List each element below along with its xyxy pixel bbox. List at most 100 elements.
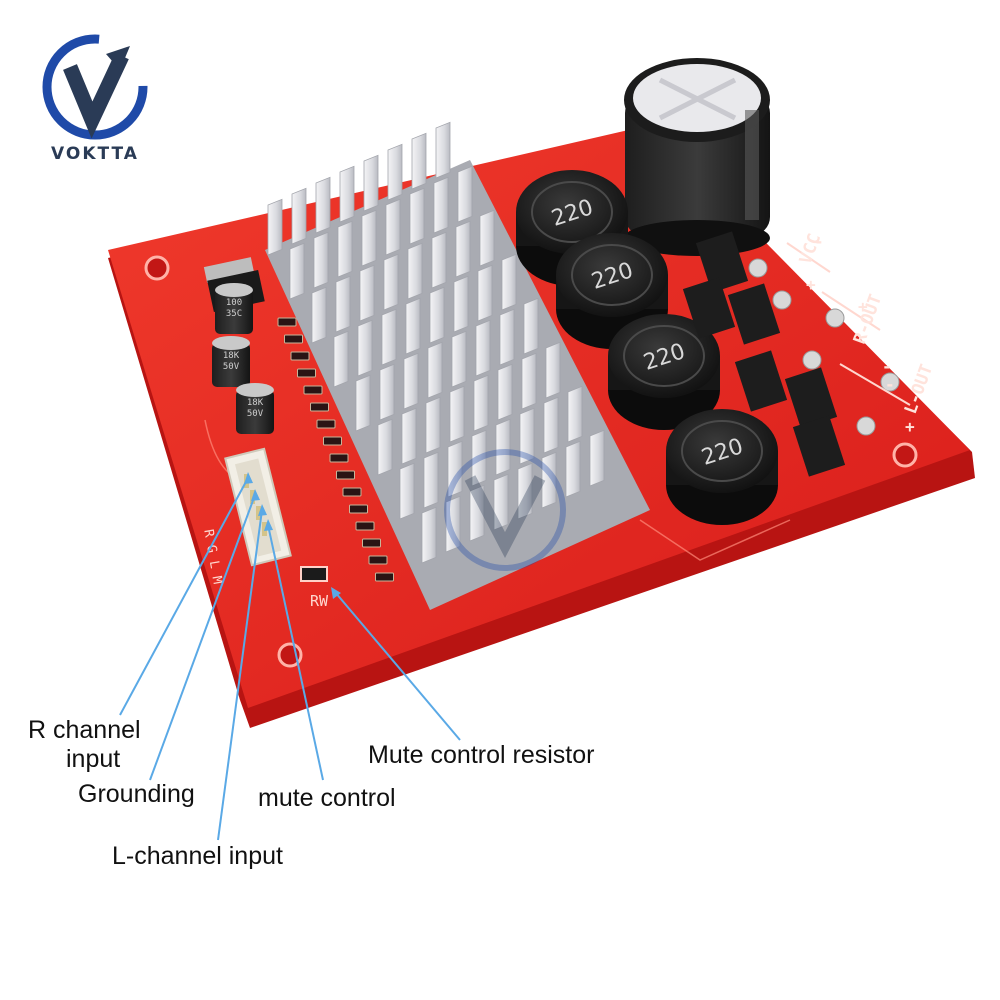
heatsink-fin [589, 429, 605, 487]
mute-control-resistor: RW [300, 566, 329, 610]
aluminium-heatsink [265, 121, 650, 610]
heatsink-fin [457, 165, 473, 223]
output-filter-components [682, 231, 846, 477]
capacitor-3: 18K 50V [236, 383, 274, 434]
smd-chip [284, 334, 303, 344]
smd-chip [375, 572, 394, 582]
heatsink-fin [523, 297, 539, 355]
heatsink-fin [407, 242, 423, 300]
smd-chip [336, 470, 355, 480]
heatsink-fin [315, 176, 331, 234]
heatsink-fin [339, 165, 355, 223]
smd-chip [290, 351, 310, 361]
smd-chip [342, 487, 362, 497]
capacitor-3-value: 18K [247, 398, 264, 408]
heatsink-fin [431, 231, 447, 289]
heatsink-fin [473, 374, 489, 432]
smd-chip [329, 453, 349, 463]
polarity-mark: + [858, 297, 868, 316]
heatsink-fin [291, 187, 307, 245]
heatsink-fin [355, 374, 371, 432]
heatsink-fin [377, 418, 393, 476]
heatsink-fin [449, 385, 465, 443]
heatsink-fin [427, 341, 443, 399]
polarity-mark: + [806, 275, 816, 294]
heatsink-fin [433, 176, 449, 234]
heatsink-fin [501, 253, 517, 311]
heatsink-fin [423, 451, 439, 509]
heatsink-fin [383, 253, 399, 311]
smd-chip [316, 419, 336, 429]
callout-mute-control-resistor: Mute control resistor [368, 741, 595, 769]
heatsink-fin [267, 198, 283, 256]
leader-l-channel [217, 509, 263, 841]
capacitor-2: 18K 50V [212, 336, 250, 387]
heatsink-fin [453, 275, 469, 333]
smd-chip [362, 538, 381, 548]
heatsink-fin [333, 330, 349, 388]
smd-chip [355, 521, 375, 531]
heatsink-fin [313, 231, 329, 289]
polarity-mark: - [814, 232, 824, 251]
heatsink-fin [409, 187, 425, 245]
voktta-logo: VOKTTA [40, 32, 150, 172]
heatsink-fin [311, 286, 327, 344]
heatsink-fin [497, 363, 513, 421]
callout-l-channel-input: L-channel input [112, 842, 283, 870]
heatsink-fin [403, 352, 419, 410]
brand-name: VOKTTA [51, 144, 139, 164]
heatsink-fin [337, 220, 353, 278]
heatsink-fin [471, 429, 487, 487]
heatsink-fin [411, 132, 427, 190]
callout-grounding: Grounding [78, 780, 195, 808]
output-terminals: VCC R-OUT L-OUT + - + - + - [748, 231, 937, 436]
small-capacitors: 100 35C 18K 50V 18K 50V [212, 283, 274, 434]
heatsink-fin [429, 286, 445, 344]
callout-leader-lines [119, 477, 461, 841]
heatsink-fin [455, 220, 471, 278]
heatsink-fin [405, 297, 421, 355]
leader-mute-resistor [334, 591, 461, 741]
heatsink-fin [517, 462, 533, 520]
heatsink-fin [435, 121, 451, 179]
mounting-holes [144, 255, 918, 668]
heatsink-fin [477, 264, 493, 322]
heatsink-fin [499, 308, 515, 366]
callout-mute-control: mute control [258, 784, 396, 812]
voktta-logo-mark [42, 34, 148, 140]
callout-r-channel-line2: input [66, 745, 121, 773]
center-watermark [444, 449, 566, 571]
heatsink-fin [451, 330, 467, 388]
heatsink-fin [543, 396, 559, 454]
smd-chip [349, 504, 368, 514]
resistor-silkscreen-label: RW [310, 592, 329, 610]
capacitor-1: 100 35C [215, 283, 253, 334]
heatsink-fin [475, 319, 491, 377]
heatsink-fin [445, 495, 461, 553]
smd-chip [323, 436, 342, 446]
heatsink-fin [545, 341, 561, 399]
heatsink-fin [401, 407, 417, 465]
heatsink-fin [565, 440, 581, 498]
callout-r-channel-line1: R channel [28, 716, 141, 744]
inductor-4: 220 [666, 409, 778, 525]
callout-r-channel-input: R channel input [28, 716, 141, 774]
heatsink-fin [425, 396, 441, 454]
leader-r-channel [119, 477, 249, 716]
inductor-3: 220 [608, 314, 720, 430]
heatsink-fin [567, 385, 583, 443]
heatsink-fin [421, 506, 437, 564]
terminal-label-r-out: R-OUT [850, 292, 886, 347]
heatsink-fin [359, 264, 375, 322]
smd-chip [277, 317, 297, 327]
polarity-mark: + [905, 417, 915, 436]
smd-component-column [277, 317, 394, 582]
leader-mute-control [267, 524, 324, 781]
heatsink-fin [361, 209, 377, 267]
heatsink-fin [357, 319, 373, 377]
heatsink-fin [479, 209, 495, 267]
heatsink-fin [335, 275, 351, 333]
heatsink-fin [541, 451, 557, 509]
